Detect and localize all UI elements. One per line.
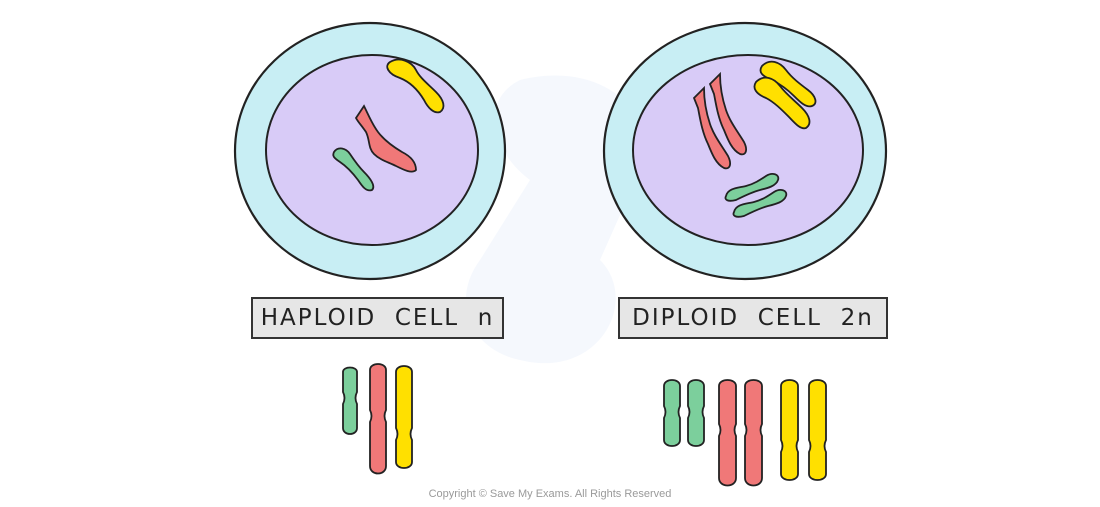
- karyotype-diploid-yellow-2: [808, 379, 827, 481]
- diploid-karyotype: [663, 379, 827, 487]
- watermark: [465, 75, 644, 364]
- haploid-chromosome-red: [354, 104, 417, 173]
- diploid-chromosome-green-1: [724, 173, 780, 202]
- haploid-cell-label-text: HAPLOID CELL n: [260, 305, 495, 331]
- karyotype-diploid-green-2: [687, 379, 705, 447]
- haploid-chromosome-yellow: [386, 58, 445, 114]
- haploid-cell-label: HAPLOID CELL n: [251, 297, 504, 339]
- karyotype-diploid-green-1: [663, 379, 681, 447]
- diploid-chromosome-yellow-2: [753, 76, 811, 130]
- karyotype-diploid-red-2: [744, 379, 763, 487]
- diploid-chromosome-red-1: [692, 85, 731, 170]
- haploid-cell: [233, 21, 507, 281]
- karyotype-haploid-red: [369, 363, 387, 475]
- diploid-chromosome-green-2: [732, 189, 788, 218]
- haploid-chromosome-green: [332, 147, 375, 192]
- diploid-cell-label: DIPLOID CELL 2n: [618, 297, 888, 339]
- diploid-nucleus: [632, 54, 864, 246]
- karyotype-diploid-red-1: [718, 379, 737, 487]
- diploid-cell-label-text: DIPLOID CELL 2n: [632, 305, 874, 331]
- diploid-cell: [602, 21, 888, 281]
- copyright-notice: Copyright © Save My Exams. All Rights Re…: [428, 488, 672, 500]
- haploid-karyotype: [342, 363, 413, 475]
- karyotype-haploid-yellow: [395, 365, 413, 469]
- karyotype-haploid-green: [342, 366, 358, 435]
- karyotype-diploid-yellow-1: [780, 379, 799, 481]
- diploid-chromosome-red-2: [708, 71, 747, 156]
